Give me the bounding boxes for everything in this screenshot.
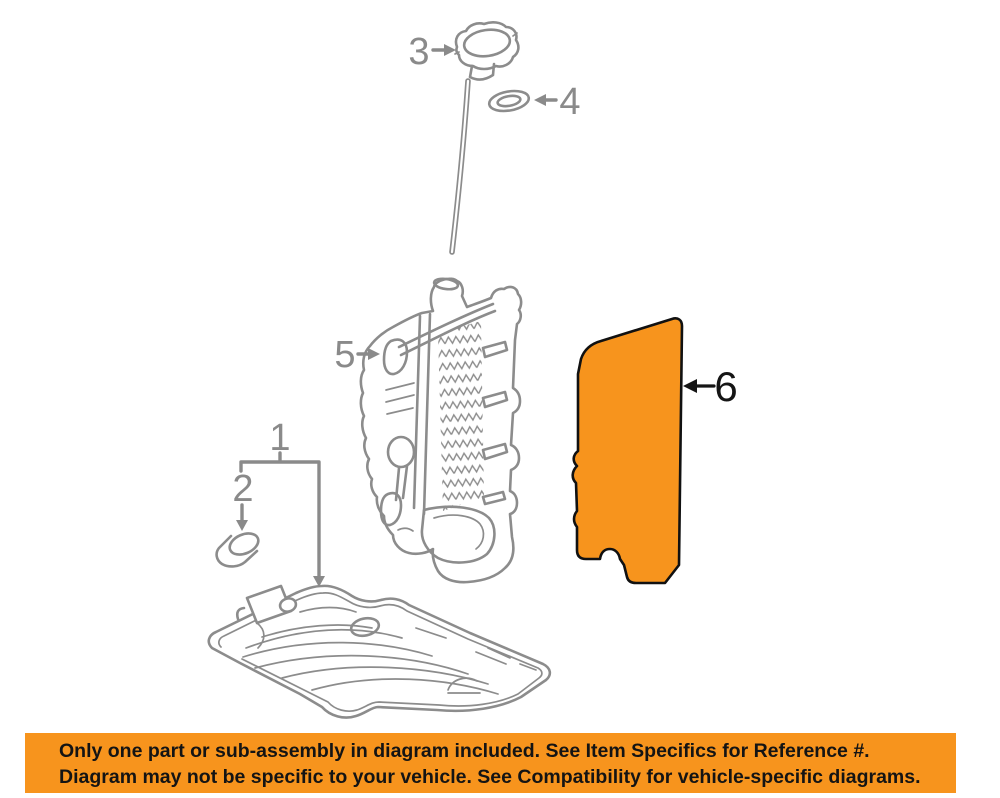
callout-6: 6	[683, 363, 738, 410]
part-3-oil-cap-dipstick-drawing	[449, 21, 520, 255]
callout-5-label: 5	[334, 334, 355, 376]
callout-5: 5	[334, 334, 380, 376]
callout-1-label: 1	[269, 417, 290, 459]
callout-1-arrow	[239, 451, 321, 580]
part-4-seal-ring-drawing	[487, 89, 531, 113]
callout-2: 2	[232, 468, 254, 531]
callout-4-label: 4	[559, 81, 580, 123]
part-1-oil-pan-drawing	[207, 584, 552, 719]
callout-4: 4	[534, 81, 581, 123]
callout-1: 1	[239, 417, 325, 587]
part-2-magnet-drawing	[215, 532, 260, 568]
callout-3-label: 3	[408, 31, 429, 73]
callout-3: 3	[408, 31, 456, 73]
disclaimer-line-2: Diagram may not be specific to your vehi…	[59, 766, 921, 788]
part-6-highlighted-gasket	[571, 317, 684, 585]
part-5-case-cover-drawing	[359, 277, 523, 584]
callout-2-label: 2	[232, 468, 253, 510]
callout-6-label: 6	[714, 363, 737, 410]
disclaimer-banner: Only one part or sub-assembly in diagram…	[25, 733, 956, 793]
parts-diagram-canvas: 1 2 3 4 5 6	[207, 21, 738, 719]
disclaimer-line-1: Only one part or sub-assembly in diagram…	[59, 740, 870, 762]
